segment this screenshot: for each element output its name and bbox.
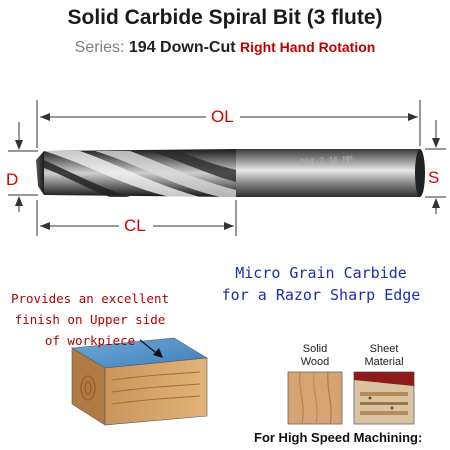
micro-grain-line1: Micro Grain Carbide <box>235 264 407 282</box>
sheet-material-label: Sheet Material <box>364 343 404 368</box>
micro-grain-callout: Micro Grain Carbide for a Razor Sharp Ed… <box>196 262 446 306</box>
d-dimension <box>8 122 38 212</box>
sheet-material-swatch <box>353 371 415 425</box>
workpiece-illustration <box>71 337 208 426</box>
svg-text:194-2 16 MM: 194-2 16 MM <box>300 154 354 167</box>
ol-label: OL <box>211 107 234 126</box>
cl-label: CL <box>124 216 146 235</box>
finish-line2: finish on Upper side <box>14 312 166 327</box>
finish-line1: Provides an excellent <box>10 291 170 306</box>
series-line: Series: 194 Down-Cut Right Hand Rotation <box>0 39 450 57</box>
solid-wood-swatch <box>287 371 343 425</box>
shank: 194-2 16 MM <box>236 149 425 197</box>
finish-callout: Provides an excellent finish on Upper si… <box>2 288 178 351</box>
rotation-label: Right Hand Rotation <box>240 39 376 55</box>
d-label: D <box>6 170 19 189</box>
series-label: Series: <box>74 39 125 56</box>
series-name: 194 Down-Cut <box>128 39 236 56</box>
s-dimension <box>425 120 446 214</box>
micro-grain-line2: for a Razor Sharp Edge <box>221 286 421 304</box>
ol-dimension <box>36 100 421 148</box>
s-label: S <box>428 168 440 187</box>
solid-wood-label: Solid Wood <box>300 343 330 368</box>
cl-dimension <box>36 200 237 236</box>
high-speed-label: For High Speed Machining: <box>254 430 423 445</box>
product-title: Solid Carbide Spiral Bit (3 flute) <box>67 6 383 29</box>
finish-line3: of workpiece <box>44 333 136 348</box>
flutes <box>36 149 236 197</box>
